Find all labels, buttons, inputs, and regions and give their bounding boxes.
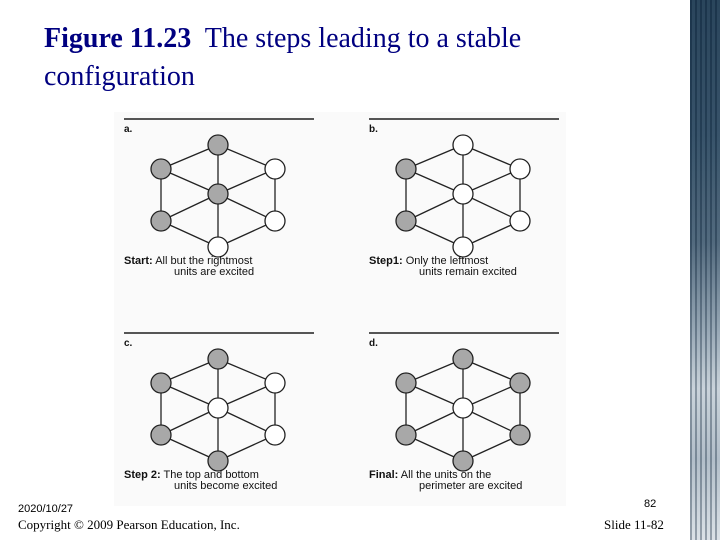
panel-letter: b. (369, 124, 378, 135)
caption-step-label: Final: (369, 469, 398, 481)
panel-letter: c. (124, 338, 132, 349)
panel-caption: Start: All but the rightmost units are e… (124, 256, 324, 278)
caption-text-line2: units are excited (124, 267, 324, 278)
upper-left-unit-excited (396, 373, 416, 393)
panel-rule (369, 332, 559, 334)
center-unit-excited (208, 184, 228, 204)
panel-b: b. Step1: Only the leftmost units remain… (369, 118, 569, 318)
upper-right-unit-unexcited (265, 373, 285, 393)
panel-caption: Step 2: The top and bottom units become … (124, 470, 324, 492)
lower-right-unit-excited (510, 425, 530, 445)
network-diagram (139, 132, 309, 262)
network-diagram (384, 346, 554, 476)
upper-right-unit-excited (510, 373, 530, 393)
center-unit-unexcited (453, 398, 473, 418)
lower-right-unit-unexcited (265, 425, 285, 445)
footer-copyright: Copyright © 2009 Pearson Education, Inc. (18, 517, 240, 533)
footer-page-number: 82 (644, 498, 656, 510)
panel-caption: Step1: Only the leftmost units remain ex… (369, 256, 569, 278)
caption-text-line2: perimeter are excited (369, 481, 569, 492)
lower-left-unit-excited (151, 211, 171, 231)
decorative-side-strip (690, 0, 720, 540)
slide-title: Figure 11.23 The steps leading to a stab… (44, 20, 664, 96)
lower-left-unit-excited (151, 425, 171, 445)
network-diagram (139, 346, 309, 476)
top-unit-unexcited (453, 135, 473, 155)
panel-a: a. Start: All but the rightmost units ar… (124, 118, 324, 318)
bottom-unit-excited (453, 451, 473, 471)
lower-left-unit-excited (396, 425, 416, 445)
caption-step-label: Start: (124, 255, 153, 267)
upper-left-unit-excited (396, 159, 416, 179)
panel-d: d. Final: All the units on the perimeter… (369, 332, 569, 532)
upper-left-unit-excited (151, 373, 171, 393)
top-unit-excited (208, 349, 228, 369)
bottom-unit-unexcited (453, 237, 473, 257)
upper-right-unit-unexcited (510, 159, 530, 179)
caption-step-label: Step 2: (124, 469, 161, 481)
panel-rule (369, 118, 559, 120)
caption-step-label: Step1: (369, 255, 403, 267)
panel-rule (124, 332, 314, 334)
network-diagram (384, 132, 554, 262)
lower-left-unit-excited (396, 211, 416, 231)
top-unit-excited (453, 349, 473, 369)
caption-text-line2: units become excited (124, 481, 324, 492)
panel-caption: Final: All the units on the perimeter ar… (369, 470, 569, 492)
top-unit-excited (208, 135, 228, 155)
panel-letter: a. (124, 124, 132, 135)
figure-label: Figure 11.23 (44, 23, 191, 54)
footer-slide-number: Slide 11-82 (604, 517, 664, 533)
footer-date: 2020/10/27 (18, 503, 73, 515)
bottom-unit-excited (208, 451, 228, 471)
panel-c: c. Step 2: The top and bottom units beco… (124, 332, 324, 532)
center-unit-unexcited (208, 398, 228, 418)
caption-text-line2: units remain excited (369, 267, 569, 278)
bottom-unit-unexcited (208, 237, 228, 257)
lower-right-unit-unexcited (510, 211, 530, 231)
upper-right-unit-unexcited (265, 159, 285, 179)
center-unit-unexcited (453, 184, 473, 204)
hopfield-network-figure: a. Start: All but the rightmost units ar… (114, 112, 566, 506)
lower-right-unit-unexcited (265, 211, 285, 231)
panel-rule (124, 118, 314, 120)
panel-letter: d. (369, 338, 378, 349)
upper-left-unit-excited (151, 159, 171, 179)
